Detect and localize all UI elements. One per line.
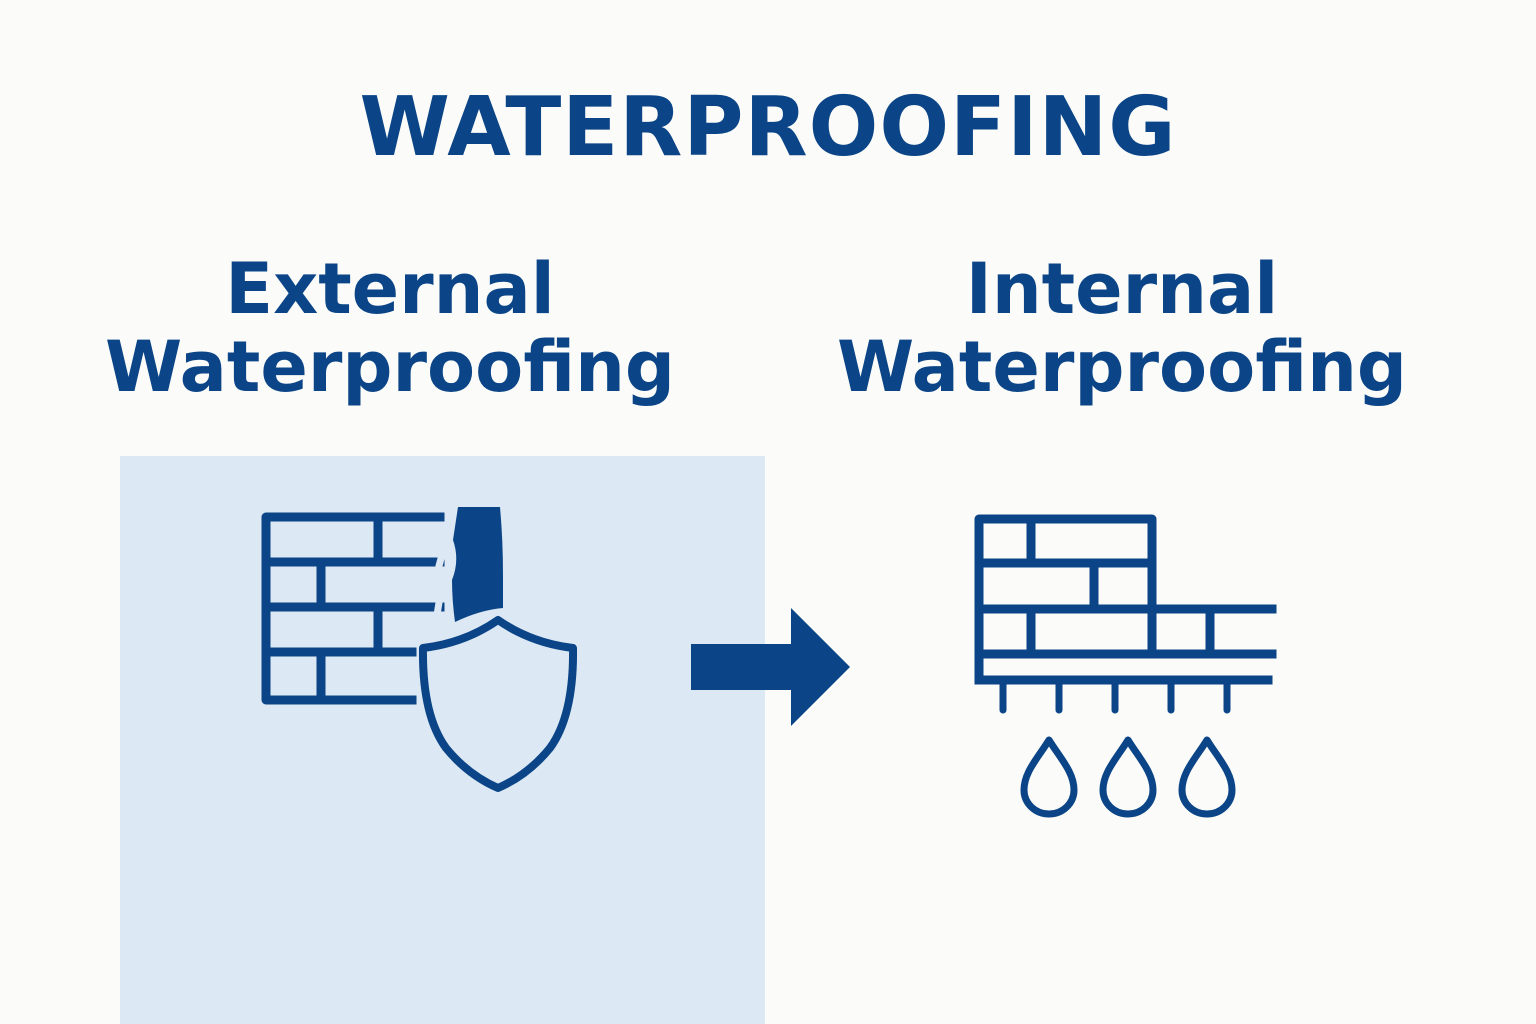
external-waterproofing-title: External Waterproofing: [70, 250, 710, 406]
membrane-layer-icon: [452, 507, 503, 622]
arrow-shape: [691, 608, 850, 726]
water-drop-icon: [1020, 736, 1078, 818]
shield-icon: [418, 616, 578, 792]
brick-wall-icon: [261, 512, 445, 705]
page-title: WATERPROOFING: [359, 80, 1177, 175]
drainage-pipes-icon: [999, 678, 1231, 714]
internal-title-line2: Waterproofing: [836, 326, 1408, 408]
water-drop-icon: [1099, 736, 1157, 818]
brick-wall-icon: [974, 514, 1277, 685]
crack-line-icon: [433, 506, 454, 619]
brick-wall-drops-icon: [974, 514, 1277, 818]
external-title-line2: Waterproofing: [104, 326, 676, 408]
arrow-right-icon: [691, 608, 850, 726]
water-drops-icon: [1020, 736, 1236, 818]
water-drop-icon: [1178, 736, 1236, 818]
internal-waterproofing-title: Internal Waterproofing: [802, 250, 1442, 406]
internal-title-line1: Internal: [965, 248, 1279, 330]
brick-wall-shield-icon: [261, 506, 578, 792]
external-title-line1: External: [225, 248, 555, 330]
